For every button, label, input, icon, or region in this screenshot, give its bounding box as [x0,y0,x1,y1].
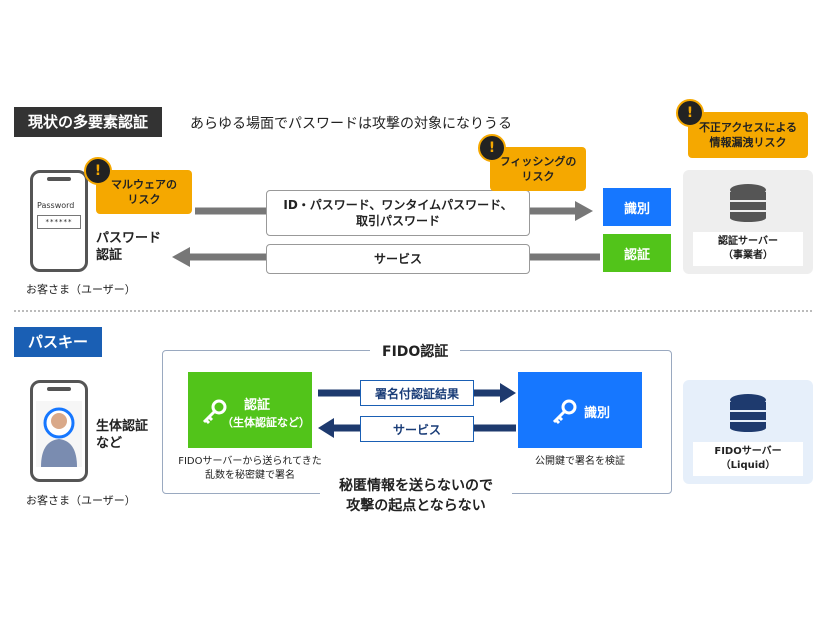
auth-server-label: 認証サーバー （事業者） [693,232,803,266]
unauthorized-access-callout: 不正アクセスによる 情報漏洩リスク [688,112,808,158]
key-icon-auth [202,399,227,425]
database-icon-bottom [730,394,766,432]
section-divider [14,310,812,312]
conclusion-text: 秘匿情報を送らないので 攻撃の起点とならない [320,476,512,516]
auth-box-sub: （生体認証など） [222,416,310,429]
password-field: ****** [37,215,81,229]
service-box-top: サービス [266,244,530,274]
identify-box-top: 識別 [603,188,671,226]
warning-icon-unauthorized: ! [676,99,704,127]
credentials-box: ID・パスワード、ワンタイムパスワード、 取引パスワード [266,190,530,236]
phone-notch [47,177,71,181]
customer-label-top: お客さま（ユーザー） [26,283,136,296]
auth-server-panel: 認証サーバー （事業者） [683,170,813,274]
malware-risk-callout: マルウェアの リスク [96,170,192,214]
warning-icon-phishing: ! [478,134,506,162]
phone-bottom [30,380,88,482]
signed-result-label: 署名付認証結果 [360,380,474,406]
identify-box-title: 識別 [584,406,611,421]
fido-title: FIDO認証 [370,341,461,361]
face-id-icon [36,401,82,467]
section-tag-passkey: パスキー [14,327,103,357]
customer-label-bottom: お客さま（ユーザー） [26,494,136,507]
biometric-label: 生体認証 など [96,419,149,451]
auth-box-bottom: 認証 （生体認証など） [188,372,312,448]
auth-box-top: 認証 [603,234,671,272]
section-tag-current-mfa: 現状の多要素認証 [14,107,163,137]
fido-server-panel: FIDOサーバー （Liquid） [683,380,813,484]
password-auth-label: パスワード 認証 [96,231,162,263]
top-subtitle: あらゆる場面でパスワードは攻撃の対象になりうる [190,116,512,132]
auth-box-title: 認証 [244,398,271,413]
fido-server-label: FIDOサーバー （Liquid） [693,442,803,476]
phone-notch-bottom [47,387,71,391]
password-label: Password [37,201,75,210]
warning-icon-malware: ! [84,157,112,185]
key-icon-identify [552,399,577,425]
database-icon-top [730,184,766,222]
phishing-risk-callout: フィッシングの リスク [490,147,586,191]
identify-note: 公開鍵で署名を検証 [535,456,625,467]
service-label-bottom: サービス [360,416,474,442]
auth-note: FIDOサーバーから送られてきた 乱数を秘密鍵で署名 [178,456,322,481]
phone-top: Password ****** [30,170,88,272]
identify-box-bottom: 識別 [518,372,642,448]
